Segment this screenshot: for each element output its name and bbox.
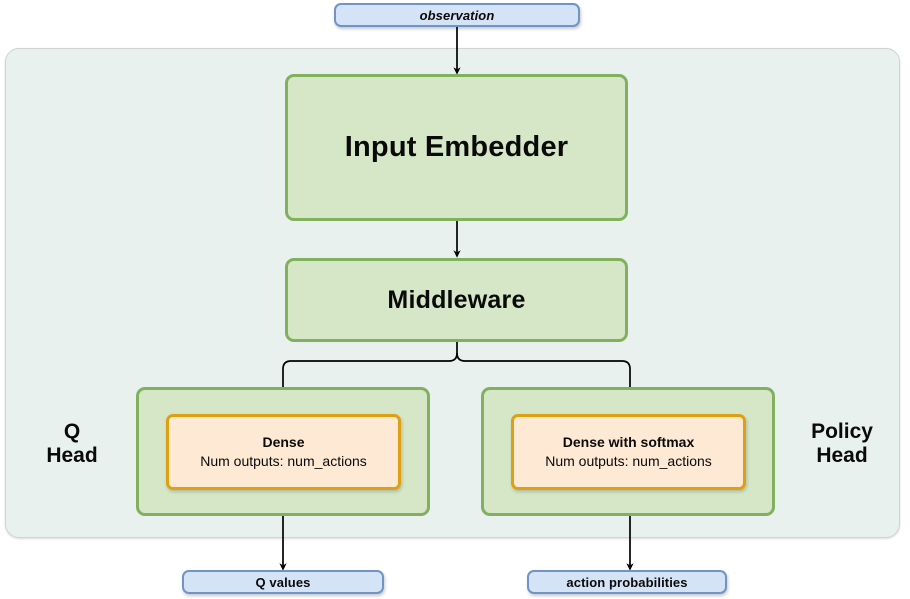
layer-dense-title: Dense [262, 434, 305, 451]
module-input-embedder-label: Input Embedder [344, 131, 569, 163]
layer-dense[interactable]: Dense Num outputs: num_actions [166, 414, 401, 490]
input-box-observation[interactable]: observation [334, 3, 580, 27]
layer-dense-with-softmax-subtitle: Num outputs: num_actions [545, 453, 712, 469]
head-label-policy: Policy Head [811, 420, 873, 468]
module-middleware-label: Middleware [387, 285, 526, 314]
layer-dense-with-softmax-title: Dense with softmax [562, 434, 695, 451]
output-box-action-probabilities-label: action probabilities [566, 574, 688, 590]
module-middleware[interactable]: Middleware [285, 258, 628, 342]
output-box-q-values[interactable]: Q values [182, 570, 384, 594]
head-label-q: Q Head [46, 420, 98, 468]
module-input-embedder[interactable]: Input Embedder [285, 74, 628, 221]
output-box-q-values-label: Q values [255, 574, 311, 590]
input-box-observation-label: observation [419, 7, 495, 23]
layer-dense-with-softmax[interactable]: Dense with softmax Num outputs: num_acti… [511, 414, 746, 490]
layer-dense-subtitle: Num outputs: num_actions [200, 453, 367, 469]
output-box-action-probabilities[interactable]: action probabilities [527, 570, 727, 594]
